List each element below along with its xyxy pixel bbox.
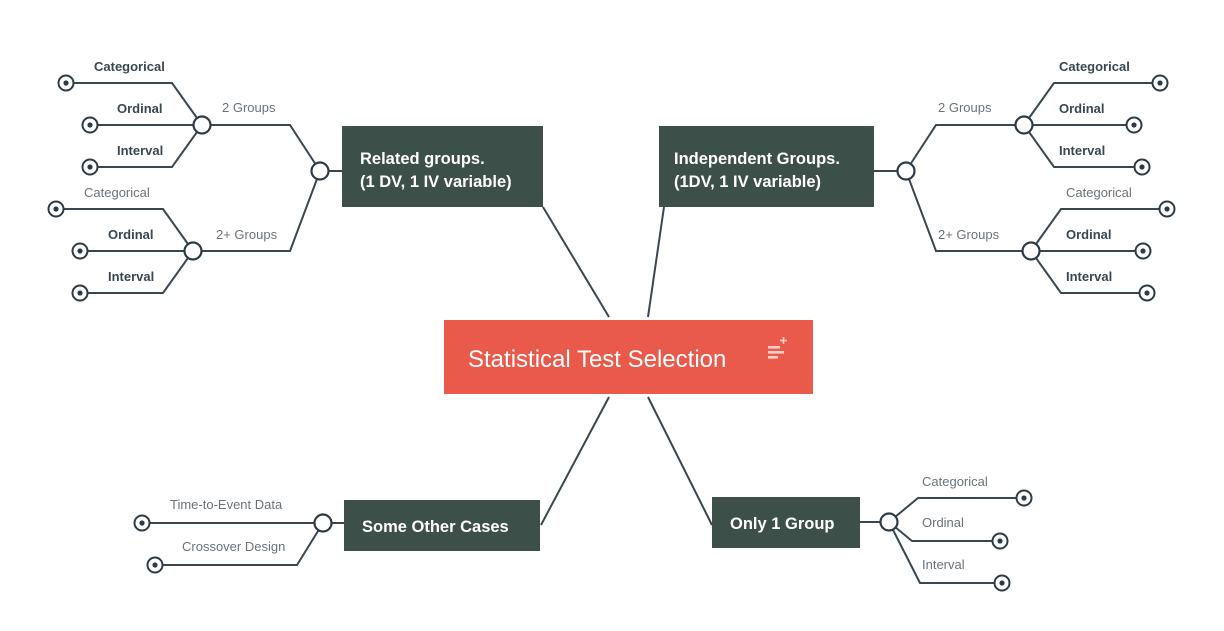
leaf-label-categorical: Categorical — [922, 474, 988, 489]
leaf-endpoint[interactable] — [81, 116, 99, 134]
edges-only-one-group — [860, 497, 1024, 584]
labels-some-other-cases: Time-to-Event Data Crossover Design — [170, 497, 285, 554]
labels-independent-2plusgroups: Categorical Ordinal Interval 2+ Groups — [938, 185, 1132, 284]
leaf-endpoint[interactable] — [991, 532, 1009, 550]
leaf-endpoint[interactable] — [146, 556, 164, 574]
labels-related-2plusgroups: Categorical Ordinal Interval 2+ Groups — [84, 185, 278, 284]
junction-only-one-group[interactable] — [879, 512, 899, 532]
leaf-endpoint[interactable] — [1134, 242, 1152, 260]
leaf-label-ordinal: Ordinal — [1059, 101, 1105, 116]
leaf-endpoint[interactable] — [1133, 158, 1151, 176]
leaf-endpoint[interactable] — [1158, 200, 1176, 218]
node-related-groups[interactable]: Related groups. (1 DV, 1 IV variable) — [342, 126, 543, 207]
leaf-label-crossover-design: Crossover Design — [182, 539, 285, 554]
edges-related-2plusgroups — [56, 170, 321, 294]
leaf-label-interval: Interval — [1059, 143, 1105, 158]
add-to-list-icon[interactable] — [768, 337, 787, 359]
leaf-label-interval: Interval — [117, 143, 163, 158]
branch-label-2-plus-groups: 2+ Groups — [938, 227, 1000, 242]
leaf-endpoint[interactable] — [71, 284, 89, 302]
root-box[interactable] — [444, 320, 813, 394]
labels-only-one-group: Categorical Ordinal Interval — [922, 474, 988, 572]
leaf-label-interval: Interval — [922, 557, 965, 572]
leaf-label-interval: Interval — [1066, 269, 1112, 284]
leaf-label-ordinal: Ordinal — [108, 227, 154, 242]
junction-independent-2plusgroups[interactable] — [1021, 241, 1041, 261]
leaf-endpoint[interactable] — [1138, 284, 1156, 302]
edges-independent-2plusgroups — [905, 170, 1167, 294]
leaf-endpoint[interactable] — [1151, 74, 1169, 92]
junction-independent-main[interactable] — [896, 161, 916, 181]
branch-label-2-plus-groups: 2+ Groups — [216, 227, 278, 242]
leaf-label-ordinal: Ordinal — [1066, 227, 1112, 242]
leaf-endpoint[interactable] — [47, 200, 65, 218]
edge-root-to-related — [542, 206, 610, 318]
junction-nodes — [183, 115, 1041, 533]
edges-related-2groups — [66, 82, 321, 172]
leaf-endpoint[interactable] — [71, 242, 89, 260]
independent-groups-line1: Independent Groups. — [674, 150, 840, 168]
junction-some-other-cases[interactable] — [313, 513, 333, 533]
leaf-label-categorical: Categorical — [84, 185, 150, 200]
edges-root-connectors — [540, 206, 713, 526]
leaf-label-categorical: Categorical — [1059, 59, 1130, 74]
leaf-endpoints — [47, 74, 1176, 592]
node-only-one-group[interactable]: Only 1 Group — [712, 497, 860, 548]
edge-root-to-only-one-group — [647, 396, 713, 526]
related-groups-line1: Related groups. — [360, 150, 485, 168]
leaf-label-categorical: Categorical — [1066, 185, 1132, 200]
leaf-endpoint[interactable] — [133, 514, 151, 532]
leaf-endpoint[interactable] — [57, 74, 75, 92]
leaf-label-ordinal: Ordinal — [922, 515, 964, 530]
junction-independent-2groups[interactable] — [1014, 115, 1034, 135]
leaf-label-interval: Interval — [108, 269, 154, 284]
related-groups-line2: (1 DV, 1 IV variable) — [360, 173, 512, 191]
node-some-other-cases[interactable]: Some Other Cases — [344, 500, 540, 551]
leaf-endpoint[interactable] — [81, 158, 99, 176]
leaf-label-time-to-event-data: Time-to-Event Data — [170, 497, 283, 512]
labels-related-2groups: Categorical Ordinal Interval 2 Groups — [94, 59, 276, 158]
root-title: Statistical Test Selection — [468, 346, 726, 373]
node-root[interactable]: Statistical Test Selection — [444, 320, 813, 394]
edge-root-to-independent — [647, 206, 665, 318]
edge-root-to-other-cases — [540, 396, 610, 526]
leaf-label-ordinal: Ordinal — [117, 101, 163, 116]
edges-independent-2groups — [905, 82, 1160, 172]
leaf-endpoint[interactable] — [1015, 489, 1033, 507]
independent-groups-line2: (1DV, 1 IV variable) — [674, 173, 821, 191]
some-other-cases-label: Some Other Cases — [362, 518, 509, 536]
leaf-endpoint[interactable] — [1125, 116, 1143, 134]
only-one-group-label: Only 1 Group — [730, 515, 835, 533]
leaf-label-categorical: Categorical — [94, 59, 165, 74]
labels-independent-2groups: Categorical Ordinal Interval 2 Groups — [938, 59, 1130, 158]
junction-related-main[interactable] — [310, 161, 330, 181]
junction-related-2groups[interactable] — [192, 115, 212, 135]
branch-label-2-groups: 2 Groups — [938, 100, 992, 115]
leaf-endpoint[interactable] — [993, 574, 1011, 592]
node-independent-groups[interactable]: Independent Groups. (1DV, 1 IV variable) — [659, 126, 874, 207]
junction-related-2plusgroups[interactable] — [183, 241, 203, 261]
branch-label-2-groups: 2 Groups — [222, 100, 276, 115]
